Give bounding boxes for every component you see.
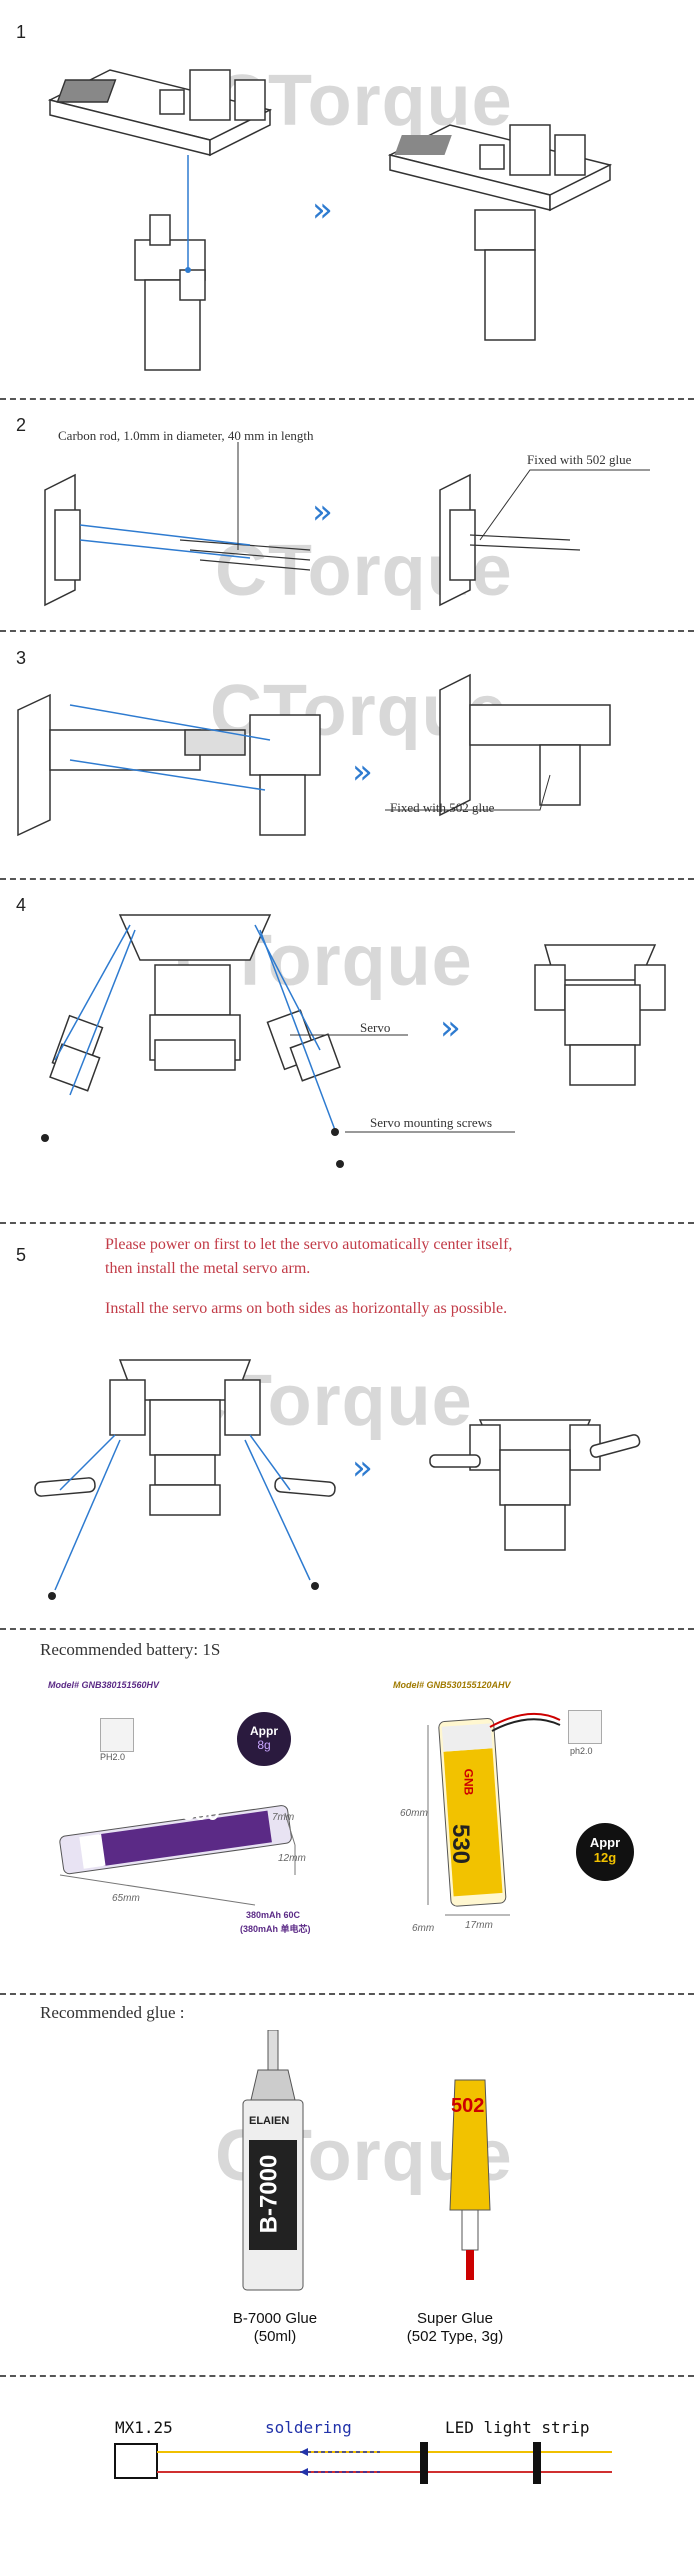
b7000-tube-image (242, 2030, 304, 2291)
servo-note: Servo (360, 1020, 391, 1035)
step-5-arrow: » (352, 1448, 373, 1488)
section-divider (0, 1222, 694, 1224)
battery-right-model: Model# GNB530155120AHV (393, 1680, 511, 1690)
step-3-arrow: » (352, 752, 373, 792)
dim-length: 65mm (112, 1893, 140, 1904)
servo-screws-note: Servo mounting screws (370, 1115, 493, 1130)
badge-bottom: 8g (257, 1738, 271, 1752)
connector-label: ph2.0 (570, 1746, 593, 1756)
battery-spec-1: 380mAh 60C (246, 1910, 301, 1920)
dim-width: 17mm (465, 1920, 493, 1931)
weight-badge: Appr 8g (237, 1712, 291, 1766)
section-divider (0, 878, 694, 880)
section-divider (0, 1628, 694, 1630)
step-2-illustration (44, 442, 650, 607)
glue-note: Fixed with 502 glue (390, 800, 495, 815)
step-1-arrow: » (312, 190, 333, 230)
connector-label: MX1.25 (115, 2418, 173, 2437)
connector-label: PH2.0 (100, 1752, 126, 1762)
step-3-number: 3 (16, 648, 27, 668)
glue-502-caption: Super Glue (417, 2310, 493, 2327)
b7000-brand: ELAIEN (249, 2115, 290, 2127)
glue-502-label: 502 (451, 2095, 485, 2117)
battery-label-capacity: 380 (183, 1800, 220, 1825)
connector-image (568, 1710, 602, 1744)
dim-width: 12mm (278, 1853, 306, 1864)
glue-note: Fixed with 502 glue (527, 452, 632, 467)
wiring-diagram (114, 2442, 612, 2484)
dim-height: 60mm (400, 1808, 428, 1819)
step-1-number: 1 (16, 22, 27, 42)
battery-label-brand: GNB (100, 1808, 127, 1822)
badge-top: Appr (589, 1835, 621, 1850)
section-divider (0, 398, 694, 400)
step-4-arrow: » (440, 1008, 461, 1048)
battery-label-brand: GNB (461, 1768, 476, 1796)
battery-left-model: Model# GNB380151560HV (48, 1680, 160, 1690)
weight-badge: Appr 12g (576, 1823, 634, 1881)
instruction-line-3: Install the servo arms on both sides as … (105, 1300, 508, 1317)
b7000-caption-size: (50ml) (253, 2328, 297, 2345)
step-1-illustration-before (47, 69, 273, 371)
dim-height: 7mm (272, 1812, 295, 1823)
step-2-number: 2 (16, 415, 27, 435)
soldering-label: soldering (265, 2418, 352, 2437)
battery-left-image (59, 1805, 296, 1906)
step-4-illustration (41, 914, 666, 1168)
section-divider (0, 630, 694, 632)
glue-502-tube-image (449, 2079, 491, 2280)
step-2-arrow: » (312, 492, 333, 532)
glue-502-caption-size: (502 Type, 3g) (406, 2328, 504, 2345)
instruction-line-2: then install the metal servo arm. (105, 1260, 311, 1277)
step-3-illustration (17, 673, 611, 837)
carbon-rod-note: Carbon rod, 1.0mm in diameter, 40 mm in … (58, 428, 314, 443)
badge-top: Appr (250, 1724, 278, 1738)
dim-depth: 6mm (412, 1923, 435, 1934)
battery-label-capacity: 530 (447, 1823, 475, 1865)
led-strip-label: LED light strip (445, 2418, 590, 2437)
step-5-number: 5 (16, 1245, 27, 1265)
step-1-illustration-after (387, 124, 613, 341)
battery-section-title: Recommended battery: 1S (40, 1640, 221, 1659)
b7000-caption: B-7000 Glue (232, 2310, 318, 2327)
battery-right-image (427, 1712, 561, 1916)
instruction-line-1: Please power on first to let the servo a… (105, 1236, 513, 1253)
b7000-label: B-7000 (255, 2154, 283, 2234)
battery-spec-2: (380mAh 单电芯) (240, 1924, 311, 1934)
step-4-number: 4 (16, 895, 27, 915)
step-5-illustration (34, 1359, 641, 1600)
section-divider (0, 2375, 694, 2377)
connector-image (100, 1718, 134, 1752)
section-divider (0, 1993, 694, 1995)
glue-section-title: Recommended glue : (40, 2003, 185, 2022)
badge-bottom: 12g (593, 1850, 617, 1865)
